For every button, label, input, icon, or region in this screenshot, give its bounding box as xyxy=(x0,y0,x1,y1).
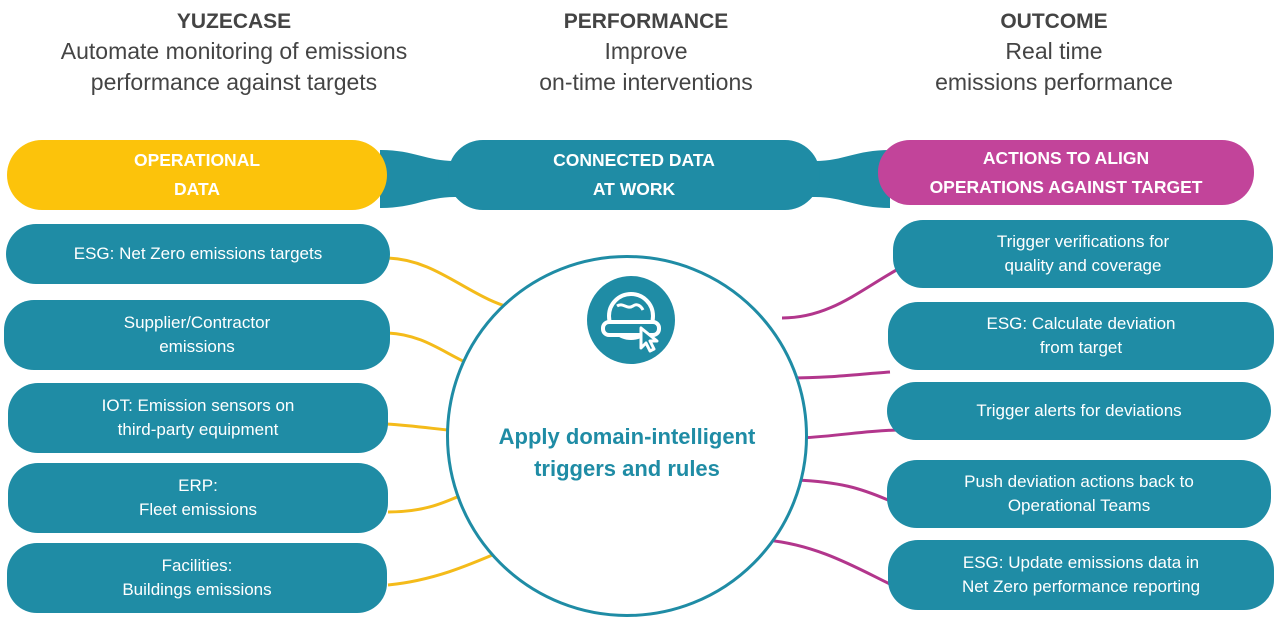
connector-lines xyxy=(380,150,901,588)
input-line1: Facilities: xyxy=(161,556,233,575)
header-subtitle-line2: emissions performance xyxy=(935,69,1173,95)
bar-line1: OPERATIONAL xyxy=(133,150,261,170)
header-performance: PERFORMANCE Improve on-time intervention… xyxy=(426,8,866,98)
header-title: YUZECASE xyxy=(176,10,292,33)
input-line2: Buildings emissions xyxy=(122,580,272,599)
header-outcome: OUTCOME Real time emissions performance xyxy=(834,8,1274,98)
output-item-update-reporting: ESG: Update emissions data in Net Zero p… xyxy=(888,540,1274,610)
output-connector-4 xyxy=(795,478,889,502)
input-connector-1 xyxy=(387,256,521,312)
header-title: PERFORMANCE xyxy=(563,10,729,33)
output-line1: Trigger alerts for deviations xyxy=(976,401,1182,420)
output-line1: ESG: Calculate deviation xyxy=(986,314,1176,333)
bar-line2: AT WORK xyxy=(592,179,676,199)
bar-line1: ACTIONS TO ALIGN xyxy=(982,147,1150,168)
input-item-erp: ERP: Fleet emissions xyxy=(8,463,388,533)
input-line2: Fleet emissions xyxy=(138,500,258,519)
bar-connector-right xyxy=(800,150,890,208)
output-item-alerts: Trigger alerts for deviations xyxy=(887,382,1271,440)
header-subtitle-line1: Automate monitoring of emissions xyxy=(60,38,408,64)
center-line2: triggers and rules xyxy=(534,456,720,481)
globe-cursor-icon-svg xyxy=(601,292,661,353)
bar-connector-left xyxy=(380,150,470,208)
globe-cursor-icon xyxy=(587,276,675,364)
center-text: Apply domain-intelligent triggers and ru… xyxy=(446,421,808,485)
header-subtitle-line2: on-time interventions xyxy=(539,69,753,95)
output-connector-1 xyxy=(781,266,901,320)
input-line1: IOT: Emission sensors on xyxy=(101,396,295,415)
output-line2: quality and coverage xyxy=(1004,256,1162,275)
header-title: OUTCOME xyxy=(1000,10,1108,33)
bar-line2: OPERATIONS AGAINST TARGET xyxy=(929,176,1203,197)
output-connector-2 xyxy=(789,370,891,380)
input-item-facilities: Facilities: Buildings emissions xyxy=(7,543,387,613)
output-line2: Operational Teams xyxy=(1007,496,1151,515)
output-connector-5 xyxy=(765,538,895,588)
input-line2: emissions xyxy=(159,337,235,356)
output-line1: ESG: Update emissions data in xyxy=(962,553,1200,572)
bar-line2: DATA xyxy=(173,179,220,199)
header-subtitle-line1: Improve xyxy=(604,38,688,64)
output-item-push-actions: Push deviation actions back to Operation… xyxy=(887,460,1271,528)
header-subtitle-line2: performance against targets xyxy=(90,69,378,95)
header-subtitle-line1: Real time xyxy=(1005,38,1103,64)
header-yuzecase: YUZECASE Automate monitoring of emission… xyxy=(14,8,454,98)
actions-bar: ACTIONS TO ALIGN OPERATIONS AGAINST TARG… xyxy=(878,140,1254,205)
input-line1: ERP: xyxy=(178,476,218,495)
input-item-iot: IOT: Emission sensors on third-party equ… xyxy=(8,383,388,453)
operational-data-bar: OPERATIONAL DATA xyxy=(7,140,387,210)
output-connector-3 xyxy=(799,428,901,440)
output-item-calculate-deviation: ESG: Calculate deviation from target xyxy=(888,302,1274,370)
output-line1: Trigger verifications for xyxy=(996,232,1170,251)
output-line1: Push deviation actions back to xyxy=(964,472,1194,491)
input-item-supplier: Supplier/Contractor emissions xyxy=(4,300,390,370)
bar-line1: CONNECTED DATA xyxy=(553,150,715,170)
input-line1: ESG: Net Zero emissions targets xyxy=(73,244,323,263)
input-line1: Supplier/Contractor xyxy=(123,313,271,332)
output-line2: from target xyxy=(1039,338,1123,357)
input-line2: third-party equipment xyxy=(117,420,279,439)
input-item-esg-targets: ESG: Net Zero emissions targets xyxy=(6,224,390,284)
center-line1: Apply domain-intelligent xyxy=(498,424,756,449)
output-item-verifications: Trigger verifications for quality and co… xyxy=(893,220,1273,288)
output-line2: Net Zero performance reporting xyxy=(961,577,1201,596)
connected-data-bar: CONNECTED DATA AT WORK xyxy=(448,140,820,210)
